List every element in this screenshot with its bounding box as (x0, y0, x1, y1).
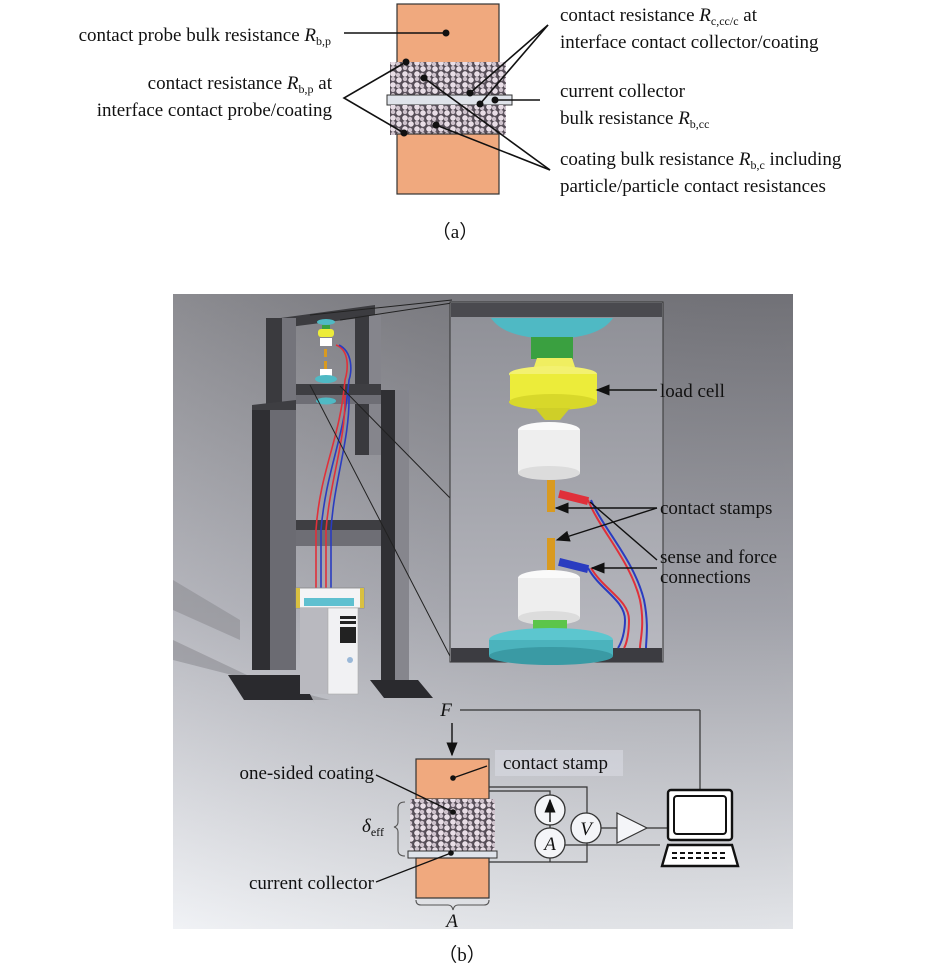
label-one-sided-coating: one-sided coating (239, 763, 374, 784)
one-sided-coating-layer (410, 799, 495, 851)
instrument-and-pc-tower (295, 587, 365, 695)
lower-holder (518, 570, 580, 625)
label-current-collector: current collector (560, 81, 686, 102)
label-probe-contact-resistance: contact resistance Rb,p at (148, 73, 333, 96)
label-collector-bulk-resistance: bulk resistance Rb,cc (560, 108, 709, 131)
amplifier-icon (616, 812, 649, 844)
label-collector-contact-resistance: contact resistance Rc,cc/c at (560, 5, 758, 28)
label-particle-contact-resistances: particle/particle contact resistances (560, 176, 826, 197)
test-rig-frame (228, 305, 433, 704)
top-green-adapter (531, 337, 573, 359)
thickness-bracket (393, 801, 406, 857)
floor-shadow (173, 580, 330, 700)
lower-contact-stamp (547, 538, 555, 572)
label-force: F (439, 700, 452, 721)
label-load-cell: load cell (660, 381, 725, 402)
label-sense-force: sense and force (660, 547, 777, 568)
contact-stamp-bottom (415, 857, 490, 899)
lower-connector (558, 558, 590, 574)
voltmeter (570, 812, 602, 844)
schematic-leaders (375, 765, 488, 883)
rig-cables (315, 344, 352, 590)
leader-dots-a (400, 29, 499, 137)
caption-a: （a） (432, 221, 478, 243)
zoom-inset (449, 301, 664, 665)
rig-mini-apparatus (315, 319, 337, 405)
bottom-mount (489, 628, 613, 665)
figure-a: contact probe bulk resistance Rb,p conta… (79, 3, 842, 243)
label-coating-bulk-resistance: coating bulk resistance Rb,c including (560, 149, 842, 172)
voltmeter-label: V (580, 819, 594, 840)
measurement-schematic: F A V (239, 700, 740, 932)
area-bracket (415, 899, 490, 911)
zoom-projection-lines (309, 299, 453, 661)
label-area: A (444, 911, 458, 932)
load-cell-model (509, 358, 597, 420)
label-collector-contact-interface: interface contact collector/coating (560, 32, 819, 53)
ammeter-label: A (542, 834, 556, 855)
computer-icon (660, 788, 740, 868)
top-mount (491, 318, 613, 339)
label-probe-bulk-resistance: contact probe bulk resistance Rb,p (79, 25, 331, 48)
coating-layer-top (390, 62, 506, 95)
upper-connector (558, 490, 590, 506)
label-probe-contact-interface: interface contact probe/coating (97, 100, 333, 121)
caption-b: （b） (438, 944, 486, 966)
label-delta-eff: δeff (362, 816, 384, 839)
inset-arrows (554, 384, 658, 574)
leader-lines-a (342, 24, 551, 171)
label-contact-stamp: contact stamp (503, 753, 608, 774)
inset-cables (587, 499, 648, 649)
upper-holder (518, 422, 580, 480)
label-current-collector-b: current collector (249, 873, 375, 894)
label-contact-stamps: contact stamps (660, 498, 772, 519)
label-connections: connections (660, 567, 751, 588)
ammeter (534, 827, 566, 859)
figure-b: load cell contact stamps sense and force… (173, 294, 793, 966)
upper-contact-stamp (547, 480, 555, 512)
